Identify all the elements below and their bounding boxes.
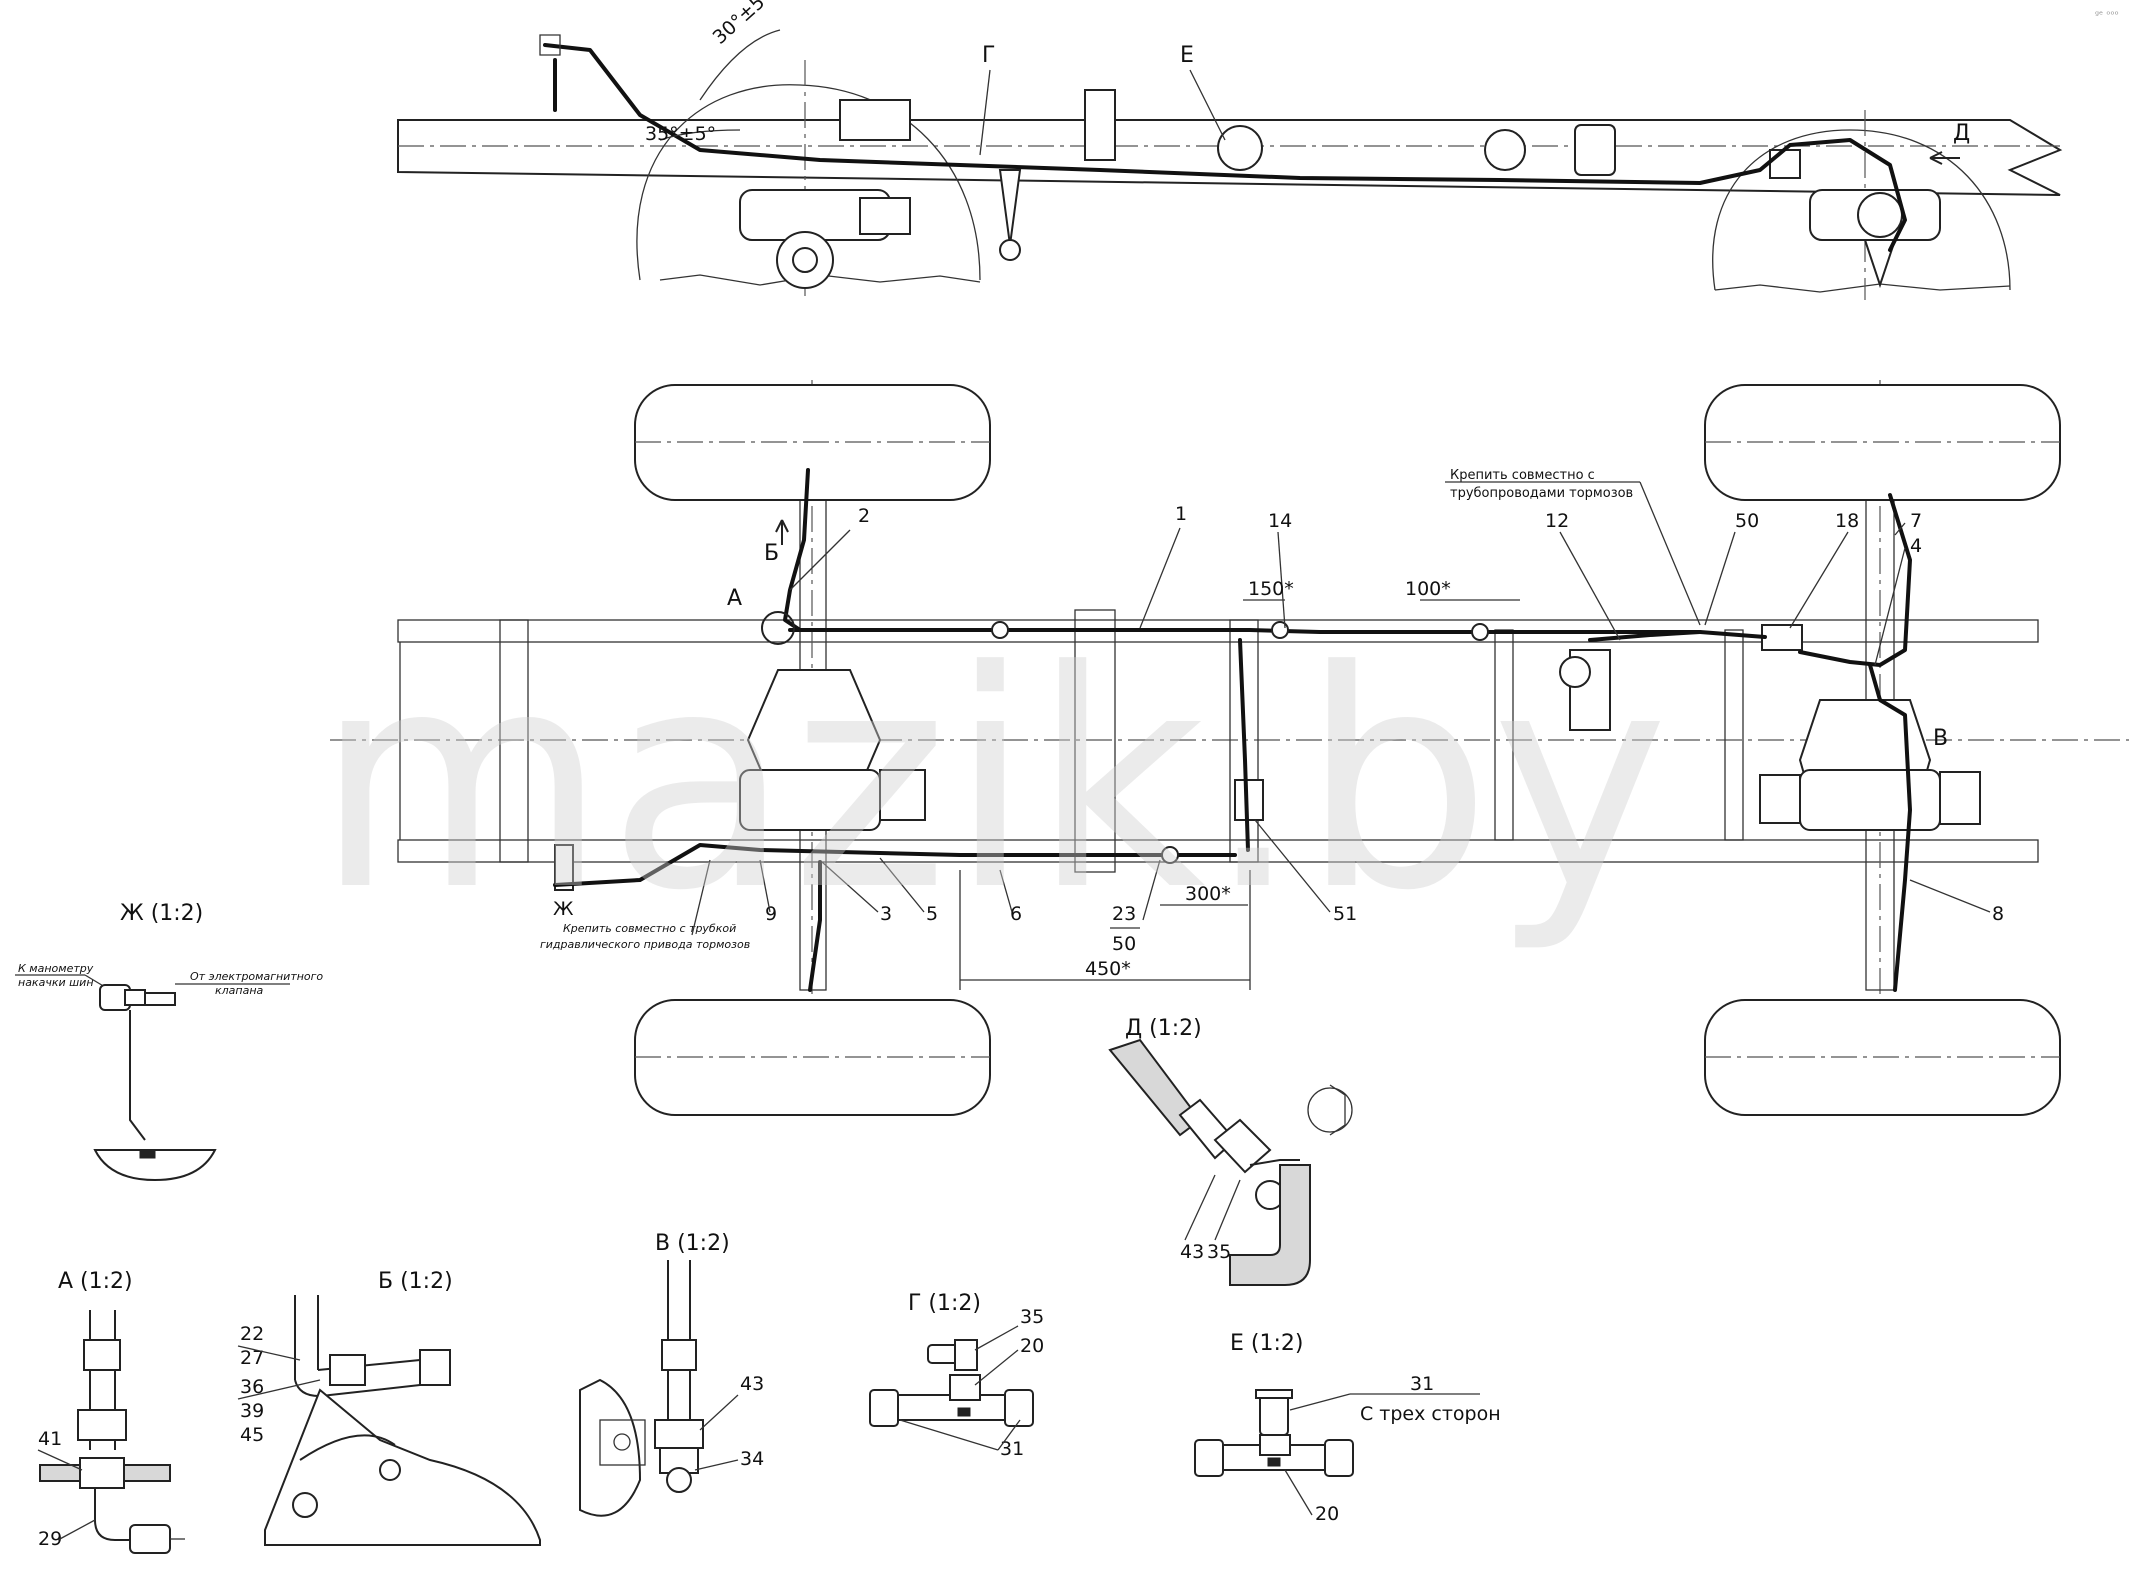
- view-zh-note-manometer: К манометру: [18, 962, 94, 975]
- callout-51: 51: [1333, 903, 1357, 925]
- dim-150: 150*: [1248, 578, 1294, 600]
- note-hydraulic-2: гидравлического привода тормозов: [540, 938, 750, 951]
- mark-v: В: [1933, 726, 1948, 751]
- view-zh-title: Ж (1:2): [120, 901, 203, 926]
- callout-23: 23: [1112, 903, 1136, 925]
- view-v-callout-43: 43: [740, 1373, 764, 1395]
- view-b-callout-45: 45: [240, 1424, 264, 1446]
- watermark-text: mazik.by: [315, 607, 1669, 956]
- callout-2: 2: [858, 505, 870, 527]
- callout-12: 12: [1545, 510, 1569, 532]
- view-e-title: Е (1:2): [1230, 1331, 1303, 1356]
- plan-callouts: А Б В Ж Крепить совместно с трубопровода…: [540, 468, 2004, 990]
- view-e: Е (1:2) 31 С трех сторон 20: [1194, 1331, 1501, 1525]
- view-g-callout-35: 35: [1020, 1306, 1044, 1328]
- view-b-callout-36: 36: [240, 1376, 264, 1398]
- view-d-callout-43: 43: [1180, 1241, 1204, 1263]
- callout-18: 18: [1835, 510, 1859, 532]
- view-d-callout-35: 35: [1207, 1241, 1231, 1263]
- callout-50-lower: 50: [1112, 933, 1136, 955]
- angle-label-35: 35°±5°: [645, 123, 716, 145]
- mark-b: Б: [764, 541, 779, 566]
- section-mark-e: Е: [1180, 43, 1194, 68]
- view-v-callout-34: 34: [740, 1448, 764, 1470]
- callout-50-upper: 50: [1735, 510, 1759, 532]
- view-zh-note-valve: От электромагнитного: [190, 970, 323, 983]
- section-mark-g: Г: [982, 43, 995, 68]
- plan-view: [330, 380, 2129, 1116]
- angle-label-30: 30°±5°: [709, 0, 777, 49]
- dim-300: 300*: [1185, 883, 1231, 905]
- mark-a: А: [727, 586, 742, 611]
- view-e-callout-20: 20: [1315, 1503, 1339, 1525]
- callout-6: 6: [1010, 903, 1022, 925]
- callout-7: 7: [1910, 510, 1922, 532]
- view-b-callout-27: 27: [240, 1347, 264, 1369]
- corner-mark: ᵍᵉ ᵒᵒᵒ: [2095, 10, 2119, 21]
- view-v: В (1:2) 43 34: [579, 1231, 764, 1517]
- callout-9: 9: [765, 903, 777, 925]
- view-g-callout-20: 20: [1020, 1335, 1044, 1357]
- note-brakes-2: трубопроводами тормозов: [1450, 486, 1633, 501]
- view-v-title: В (1:2): [655, 1231, 730, 1256]
- callout-4: 4: [1910, 535, 1922, 557]
- note-brakes: Крепить совместно с: [1450, 468, 1595, 483]
- view-g-callout-31: 31: [1000, 1438, 1024, 1460]
- view-a: А (1:2) 41 29: [37, 1269, 185, 1554]
- view-g: Г (1:2) 35 20 31: [869, 1291, 1044, 1460]
- callout-1: 1: [1175, 503, 1187, 525]
- view-b-callout-39: 39: [240, 1400, 264, 1422]
- callout-5: 5: [926, 903, 938, 925]
- view-a-title: А (1:2): [58, 1269, 133, 1294]
- view-e-note: С трех сторон: [1360, 1403, 1501, 1425]
- view-g-title: Г (1:2): [908, 1291, 981, 1316]
- view-zh-note-valve-2: клапана: [215, 984, 264, 997]
- view-zh-note-manometer-2: накачки шин: [18, 976, 94, 989]
- side-view: 30°±5° 35°±5° Г Е Д: [397, 0, 2063, 300]
- view-d-title: Д (1:2): [1125, 1016, 1202, 1041]
- view-e-callout-31: 31: [1410, 1373, 1434, 1395]
- view-zh: Ж (1:2) К манометру накачки шин От элект…: [15, 901, 323, 1182]
- callout-3: 3: [880, 903, 892, 925]
- view-a-callout-41: 41: [38, 1428, 62, 1450]
- view-d: Д (1:2) 43 35: [1108, 1016, 1353, 1286]
- callout-8: 8: [1992, 903, 2004, 925]
- view-b: Б (1:2) 22 27 36 39 45: [237, 1269, 541, 1546]
- section-mark-d: Д: [1953, 121, 1970, 146]
- view-b-callout-22: 22: [240, 1323, 264, 1345]
- mark-zh: Ж: [553, 898, 574, 920]
- dim-100: 100*: [1405, 578, 1451, 600]
- view-b-title: Б (1:2): [378, 1269, 453, 1294]
- callout-14: 14: [1268, 510, 1292, 532]
- view-a-callout-29: 29: [38, 1528, 62, 1550]
- dim-450: 450*: [1085, 958, 1131, 980]
